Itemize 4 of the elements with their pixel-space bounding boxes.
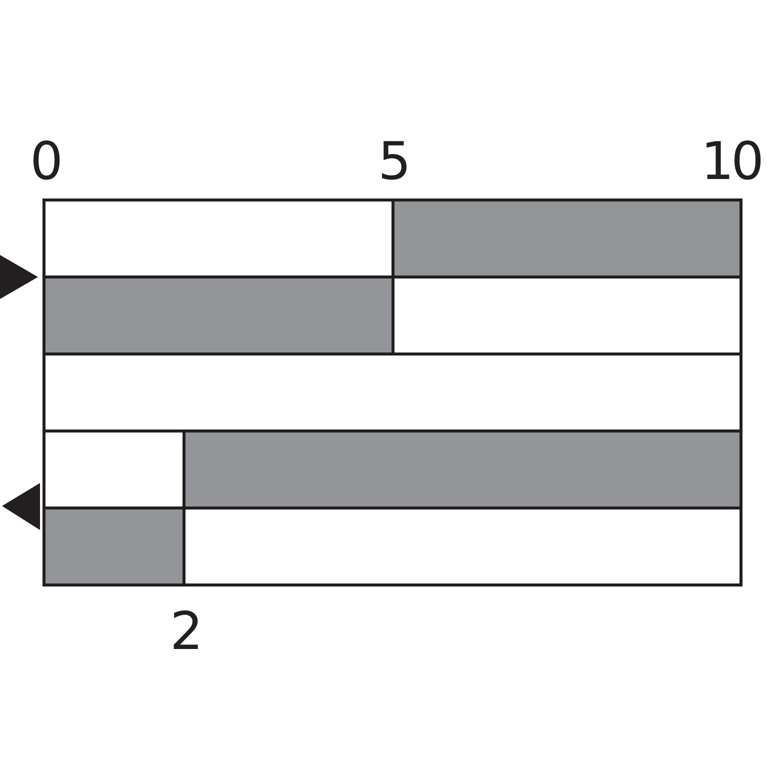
scale-number: 0 <box>30 136 60 188</box>
scale-number: 10 <box>700 136 762 188</box>
scale-number: 2 <box>170 606 200 658</box>
scale-number: 5 <box>378 136 408 188</box>
